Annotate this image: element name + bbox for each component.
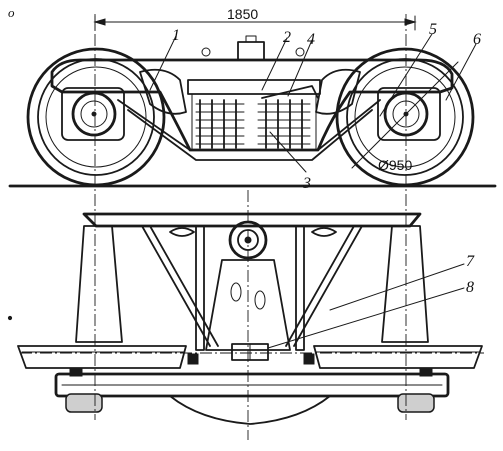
diameter-dimension-line (351, 61, 459, 169)
center-lines (20, 14, 484, 440)
callout-5: 5 (429, 21, 437, 38)
callout-7: 7 (466, 253, 475, 270)
left-tray (17, 345, 187, 369)
callout-3: 3 (302, 175, 311, 192)
callout-4: 4 (307, 31, 315, 48)
callout-1: 1 (172, 27, 180, 44)
plan-view (17, 212, 483, 425)
callout-8: 8 (466, 279, 474, 296)
callout-2: 2 (283, 29, 291, 46)
corner-mark: o (8, 5, 15, 20)
callout-6: 6 (473, 31, 481, 48)
dimension-diameter-label: Ø950 (378, 157, 412, 173)
left-axle-box (61, 87, 125, 141)
dimension-base-label: 1850 (227, 6, 258, 22)
spring-group (187, 79, 321, 151)
leaders-plan (267, 263, 465, 349)
right-tray (313, 345, 483, 369)
right-wheel (335, 47, 475, 187)
stray-mark (7, 315, 13, 321)
side-view: 1850 (8, 6, 497, 188)
